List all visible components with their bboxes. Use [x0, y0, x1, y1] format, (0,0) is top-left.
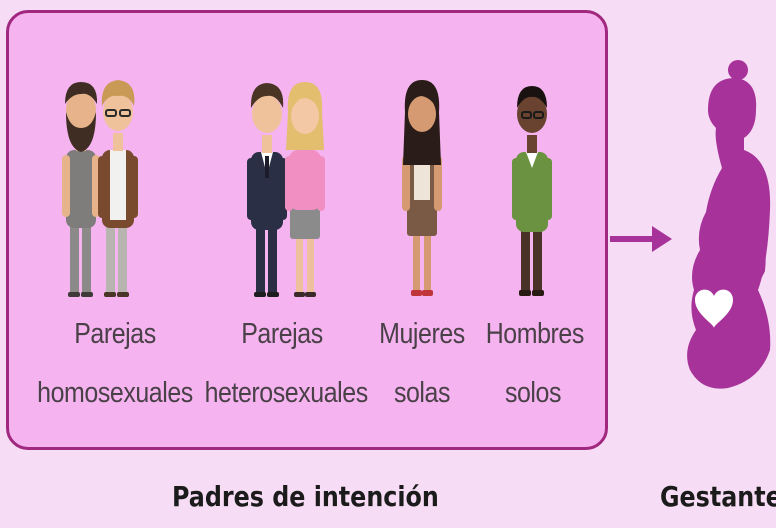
- intended-parents-caption: Padres de intención: [172, 480, 439, 513]
- group-label-line1: Hombres: [485, 318, 585, 350]
- single-man-icon: [512, 86, 552, 296]
- group-label-line2: homosexuales: [37, 377, 193, 409]
- surrogate-caption: Gestante: [660, 480, 776, 513]
- heart-icon: [695, 289, 733, 328]
- group-label-single-men: Hombres solos: [485, 318, 585, 410]
- group-label-single-women: Mujeres solas: [379, 318, 465, 410]
- gay-couple-icon: [62, 80, 138, 297]
- group-label-line2: solos: [504, 377, 562, 409]
- hetero-couple-icon: [247, 82, 325, 297]
- bearded-man-figure: [62, 82, 100, 297]
- group-label-line1: Parejas: [241, 318, 323, 350]
- group-label-line1: Parejas: [74, 318, 156, 350]
- glasses-man-figure: [98, 80, 138, 297]
- group-label-hetero-couples: Parejas heterosexuales: [204, 318, 369, 410]
- group-label-line2: solas: [393, 377, 451, 409]
- single-woman-icon: [402, 80, 442, 296]
- group-label-gay-couples: Parejas homosexuales: [33, 318, 196, 410]
- suit-man-figure: [247, 83, 287, 297]
- group-label-line2: heterosexuales: [204, 377, 369, 409]
- group-label-line1: Mujeres: [379, 318, 465, 350]
- blonde-woman-figure: [285, 82, 325, 297]
- pregnant-woman-icon: [687, 60, 771, 389]
- arrow-right-icon: [610, 226, 672, 252]
